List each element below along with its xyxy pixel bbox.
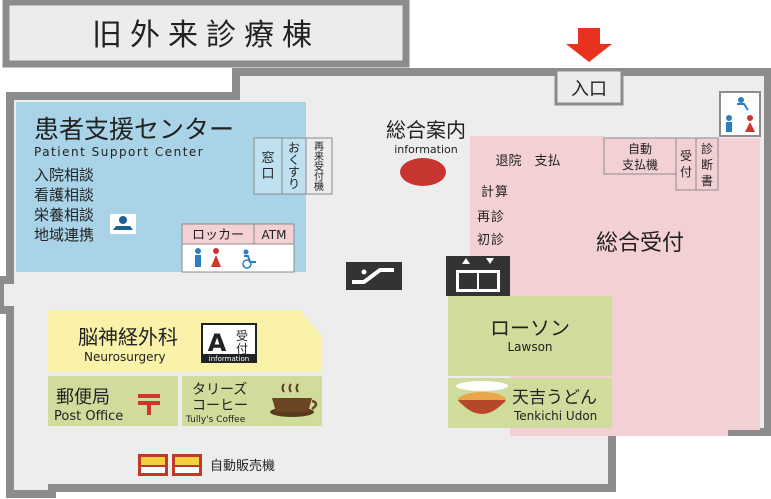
support-center-name-en: Patient Support Center	[34, 145, 204, 159]
revisit-label: 再	[477, 210, 490, 225]
locker-label: ロッカー	[192, 228, 244, 243]
reception-machine-char: 機	[314, 180, 324, 193]
tenkichi-udon[interactable]: 天吉うどん Tenkichi Udon	[448, 378, 612, 428]
information-name: 総合案内	[386, 118, 466, 142]
okusuri-char: り	[288, 177, 300, 191]
shindansho-char: 断	[701, 157, 713, 172]
tullys-name: タリーズ	[192, 382, 247, 398]
info-desk-icon	[110, 214, 136, 234]
calc-label: 算	[495, 185, 508, 200]
vending-machine-icon	[138, 454, 168, 476]
reception-a-badge: A 受 付 information	[201, 323, 257, 363]
vending-area: 自動販売機	[138, 454, 275, 476]
badge-sub: information	[209, 355, 249, 363]
badge-kanji: 付	[236, 342, 248, 356]
information-name-en: information	[394, 143, 458, 156]
entrance[interactable]: 入口	[554, 28, 624, 106]
calc-label: 計	[481, 184, 494, 200]
udon-bowl-icon	[456, 381, 508, 414]
post-office[interactable]: 郵便局 Post Office	[48, 376, 178, 426]
okusuri-char: す	[288, 165, 300, 179]
accessible-restroom-icon	[719, 91, 761, 137]
revisit-label: 診	[491, 209, 504, 225]
post-office-name-en: Post Office	[54, 409, 123, 424]
title-banner: 旧外来診療棟	[2, 0, 410, 68]
building-title: 旧外来診療棟	[92, 18, 320, 53]
reception-machine-char: 付	[314, 170, 324, 183]
entrance-label: 入口	[571, 79, 607, 100]
tenkichi-name: 天吉うどん	[512, 388, 597, 408]
wheelchair-icon	[242, 249, 256, 269]
locker-area[interactable]: ロッカー ATM	[181, 223, 295, 273]
badge-letter: A	[208, 329, 227, 357]
tullys-name: コーヒー	[192, 398, 248, 414]
reception-name: 総合受付	[596, 231, 684, 256]
vending-machine-icon	[172, 454, 202, 476]
post-office-mark-icon	[138, 394, 160, 415]
window-counter-char: 窓	[261, 150, 274, 166]
shindansho-char: 書	[701, 174, 713, 188]
uketsuke-char: 付	[680, 165, 692, 179]
service-item: 栄養相談	[34, 206, 94, 224]
neurosurgery-name: 脳神経外科	[78, 325, 178, 349]
reception-machine-char: 再	[314, 141, 324, 153]
service-item: 看護相談	[34, 186, 94, 204]
okusuri-char: お	[288, 141, 300, 155]
support-center-name: 患者支援センター	[34, 115, 234, 144]
neurosurgery-name-en: Neurosurgery	[84, 350, 166, 364]
information-desk-marker	[400, 158, 446, 186]
shindansho-char: 診	[701, 141, 713, 156]
tullys-name-en: Tully's Coffee	[185, 415, 246, 425]
okusuri-char: く	[288, 153, 300, 167]
reception-machine-char: 受	[314, 161, 324, 173]
reception-machine-char: 来	[314, 151, 324, 163]
tullys-coffee[interactable]: タリーズ コーヒー Tully's Coffee	[182, 376, 322, 426]
entrance-arrow-icon	[566, 28, 612, 62]
general-information[interactable]: 総合案内 information	[386, 118, 466, 186]
window-counter-char: 口	[261, 167, 274, 182]
auto-payment-label: 自動	[628, 142, 652, 156]
service-item: 入院相談	[34, 166, 94, 184]
coffee-cup-icon	[270, 383, 318, 417]
neurosurgery[interactable]: 脳神経外科 Neurosurgery A 受 付 information	[48, 310, 322, 372]
badge-kanji: 受	[236, 329, 248, 343]
vending-label: 自動販売機	[210, 458, 275, 474]
lawson-name: ローソン	[490, 316, 570, 340]
restroom-icon	[195, 248, 221, 267]
atm-label: ATM	[262, 228, 287, 242]
post-office-name: 郵便局	[56, 387, 110, 408]
escalator-icon	[346, 262, 402, 290]
lawson[interactable]: ローソン Lawson	[448, 296, 612, 376]
first-visit-label: 初	[477, 233, 490, 248]
service-item: 地域連携	[34, 226, 94, 244]
uketsuke-char: 受	[680, 149, 692, 163]
tenkichi-name-en: Tenkichi Udon	[513, 409, 597, 423]
elevator-icon	[446, 256, 510, 296]
lawson-name-en: Lawson	[507, 340, 552, 354]
first-visit-label: 診	[491, 232, 504, 248]
discharge-payment-label: 退院 支払	[495, 154, 560, 169]
auto-payment-label: 支払機	[622, 157, 658, 172]
